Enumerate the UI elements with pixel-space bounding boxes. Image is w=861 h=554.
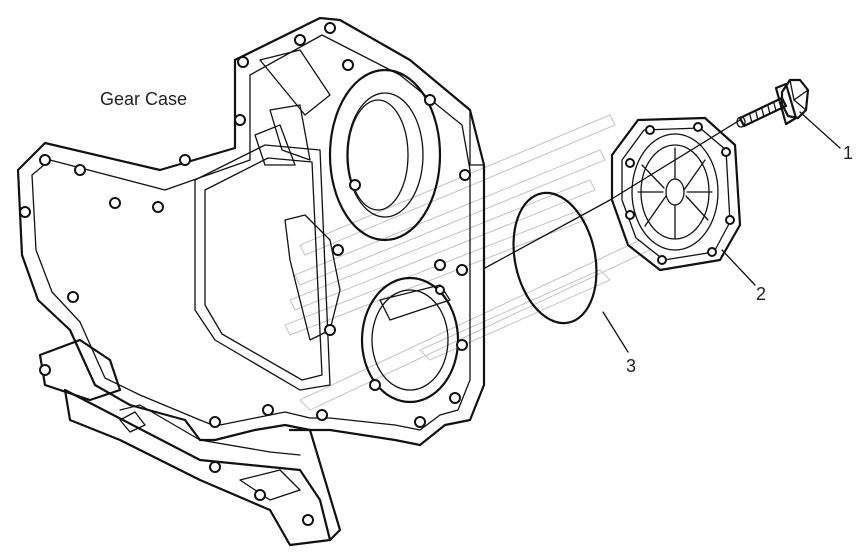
gasket-part-3: [512, 191, 598, 325]
callout-leaders: [602, 111, 841, 353]
assembly-label: Gear Case: [100, 89, 188, 109]
gear-case-housing: [16, 16, 486, 547]
callout-label-1: 1: [843, 143, 854, 163]
leader-line-2: [721, 249, 756, 286]
flange-bolt-part-1: [736, 78, 810, 128]
cover-plate-part-2: [610, 116, 742, 272]
leader-line-3: [602, 311, 629, 353]
callout-label-2: 2: [756, 284, 767, 304]
assembly-alignment-lines: [484, 119, 741, 269]
leader-line-1: [799, 111, 841, 149]
callout-label-3: 3: [626, 356, 637, 376]
